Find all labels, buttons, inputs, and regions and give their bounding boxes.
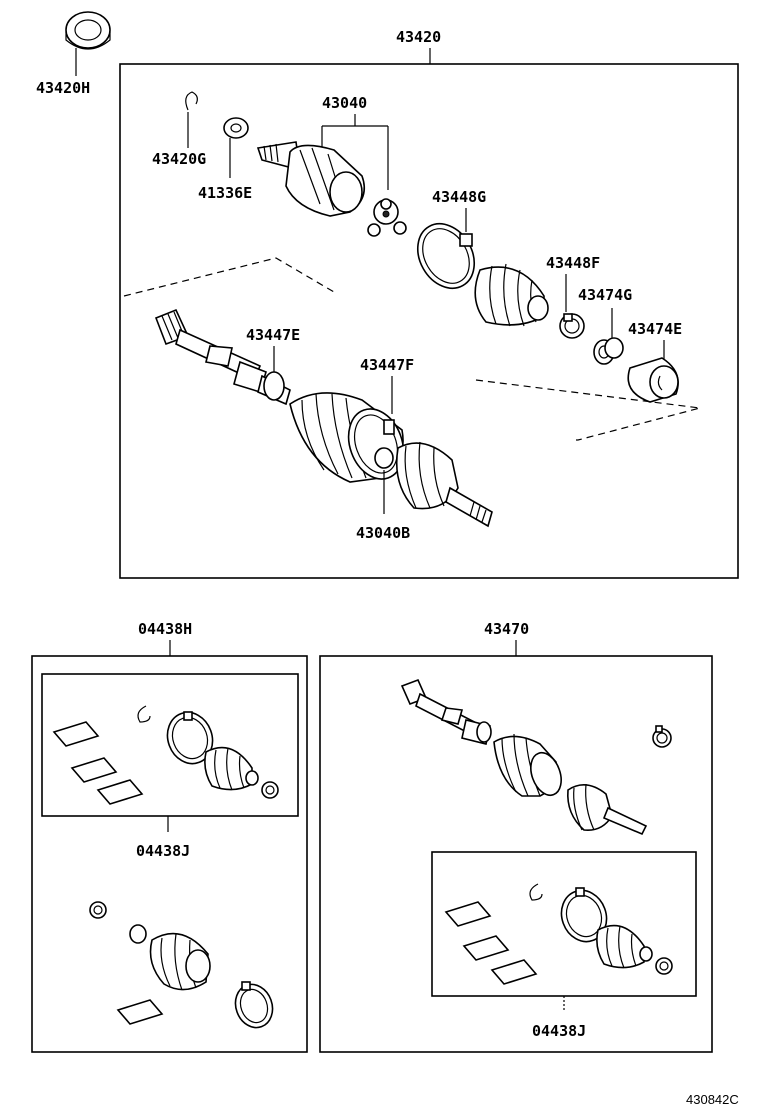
label-43040: 43040 — [322, 94, 367, 112]
dashed-region-left — [123, 257, 335, 297]
clamp-43470-small — [652, 725, 672, 748]
label-04438H: 04438H — [138, 620, 192, 638]
label-43448F: 43448F — [546, 254, 600, 272]
part-43040-joint-housing — [256, 141, 366, 217]
label-04438J-right: 04438J — [532, 1022, 586, 1040]
label-43420H: 43420H — [36, 79, 90, 97]
part-43447F-outer-boot — [289, 392, 405, 483]
label-43470: 43470 — [484, 620, 529, 638]
part-43474E-damper — [627, 357, 679, 403]
label-43474E: 43474E — [628, 320, 682, 338]
part-43040-tripod — [367, 198, 407, 237]
figure-code: 430842C — [686, 1092, 739, 1107]
label-43447F: 43447F — [360, 356, 414, 374]
label-43447E: 43447E — [246, 326, 300, 344]
part-41336E-washer — [223, 117, 249, 139]
part-43448F-boot-clamp — [559, 313, 585, 339]
part-43474G-ring — [593, 337, 624, 365]
grease-packets-left — [52, 721, 144, 805]
part-outer-cv-joint — [395, 441, 493, 528]
part-43040B-ring — [374, 447, 394, 469]
label-41336E: 41336E — [198, 184, 252, 202]
label-43040B: 43040B — [356, 524, 410, 542]
part-43470-shaft-assembly — [400, 678, 648, 836]
kit-box-04438J-left — [41, 673, 299, 817]
label-04438J-left: 04438J — [136, 842, 190, 860]
part-drive-shaft — [154, 308, 291, 406]
part-43420G-snap-ring — [185, 91, 198, 111]
label-43448G: 43448G — [432, 188, 486, 206]
snap-ring-right — [529, 883, 543, 901]
label-43474G: 43474G — [578, 286, 632, 304]
boot-kit-right — [560, 887, 673, 975]
part-43448G-boot-clamp — [416, 223, 476, 289]
label-43420G: 43420G — [152, 150, 206, 168]
label-43420: 43420 — [396, 28, 441, 46]
part-inner-boot — [474, 263, 549, 327]
dashed-region-right — [475, 379, 701, 441]
part-43420H-oil-seal — [65, 11, 111, 50]
assembly-box-43470 — [319, 655, 713, 1053]
boot-kit-left-upper — [166, 711, 279, 799]
snap-ring-left — [137, 705, 151, 723]
kit-box-04438H — [31, 655, 308, 1053]
boot-kit-left-lower — [89, 901, 274, 1029]
assembly-box-43420 — [119, 63, 739, 579]
grease-packets-right — [444, 901, 538, 985]
